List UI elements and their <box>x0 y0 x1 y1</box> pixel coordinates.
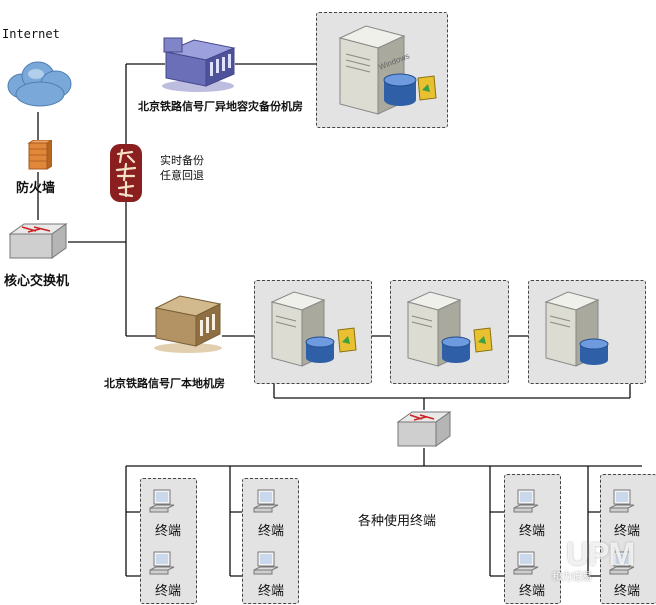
terminal-label: 终端 <box>258 524 285 539</box>
computer-icon <box>253 489 279 513</box>
switch-icon <box>8 223 68 259</box>
core-switch-label: 核心交换机 <box>4 274 70 289</box>
firewall-label: 防火墙 <box>16 181 56 196</box>
computer-icon <box>609 551 635 575</box>
local-room-label: 北京铁路信号厂本地机房 <box>104 377 225 390</box>
watermark-subtext: 和力记易 <box>552 572 592 583</box>
building-icon <box>162 37 236 92</box>
terminal-label: 终端 <box>614 524 641 539</box>
server-icon <box>406 291 493 367</box>
terminal-label: 终端 <box>258 584 285 599</box>
terminal-label: 终端 <box>519 584 546 599</box>
server-icon: Windows <box>338 25 437 115</box>
terminal-label: 终端 <box>614 584 641 599</box>
computer-icon <box>609 489 635 513</box>
server-icon <box>544 291 609 367</box>
backup-room-label: 北京铁路信号厂异地容灾备份机房 <box>138 100 303 113</box>
terminal-label: 终端 <box>155 584 182 599</box>
computer-icon <box>149 489 175 513</box>
backup-note-line2: 任意回退 <box>160 169 204 182</box>
terminal-label: 终端 <box>155 524 182 539</box>
switch-icon <box>396 411 452 447</box>
internet-label: Internet <box>2 27 60 41</box>
backup-note-line1: 实时备份 <box>160 154 204 167</box>
server-icon <box>270 291 357 367</box>
computer-icon <box>513 489 539 513</box>
computer-icon <box>149 551 175 575</box>
computer-icon <box>253 551 279 575</box>
watermark-logo: UPM <box>566 536 635 572</box>
firewall-icon <box>27 140 52 170</box>
computer-icon <box>513 551 539 575</box>
cloud-icon <box>7 61 72 107</box>
terminal-label: 终端 <box>519 524 546 539</box>
building-icon <box>154 295 222 353</box>
terminals-caption: 各种使用终端 <box>358 514 437 529</box>
seal-icon <box>110 144 142 202</box>
